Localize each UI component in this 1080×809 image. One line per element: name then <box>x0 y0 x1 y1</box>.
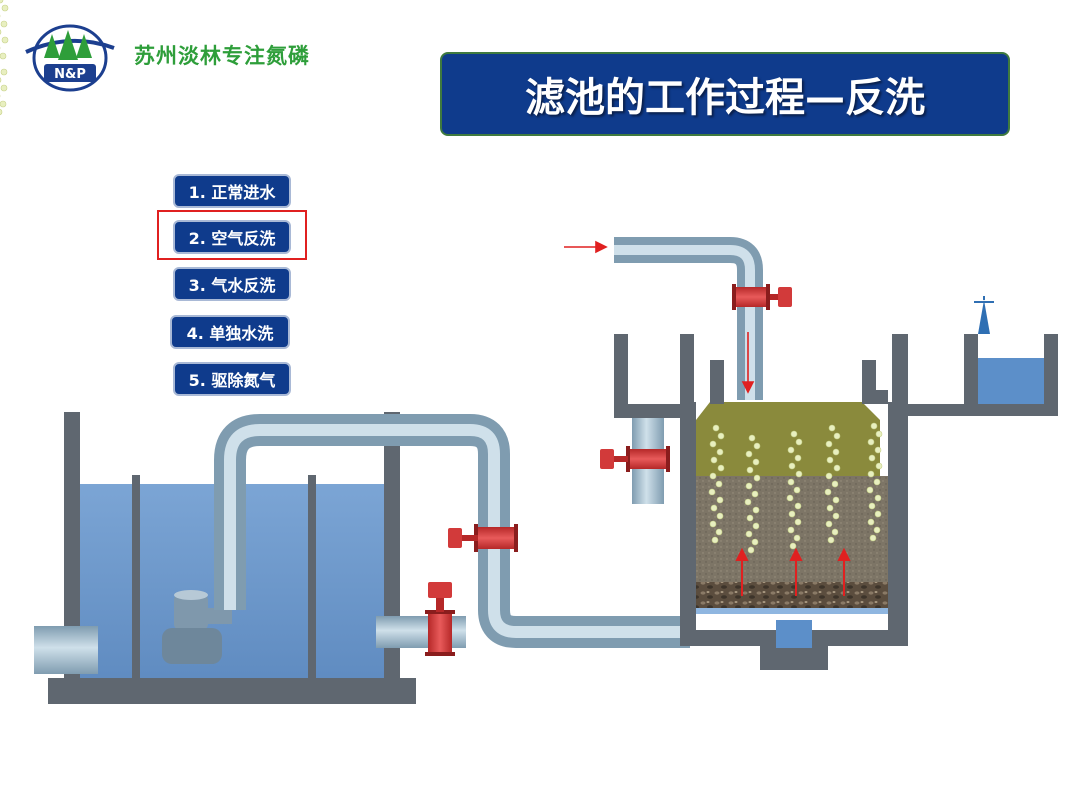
air-pipe <box>614 237 763 400</box>
air-valve <box>732 284 792 310</box>
air-flow-arrows <box>564 240 755 394</box>
company-logo: N&P <box>22 18 118 92</box>
level-sensor-icon <box>974 296 994 334</box>
valve-horizontal-left <box>425 582 455 656</box>
filter-tank <box>614 334 1058 670</box>
company-name: 苏州淡林专注氮磷 <box>134 44 310 68</box>
valve-vertical-left <box>448 524 518 552</box>
air-bubbles <box>0 0 883 554</box>
drain-valve <box>600 446 670 472</box>
page-title: 滤池的工作过程—反洗 <box>525 75 925 121</box>
active-step-highlight <box>157 210 307 260</box>
step-button-5[interactable]: 5. 驱除氮气 <box>173 362 291 396</box>
step-button-3[interactable]: 3. 气水反洗 <box>173 267 291 301</box>
submersible-pump <box>162 590 232 664</box>
upflow-arrows <box>735 547 851 596</box>
logo-text: N&P <box>54 67 86 82</box>
step-button-1[interactable]: 1. 正常进水 <box>173 174 291 208</box>
title-banner: 滤池的工作过程—反洗 <box>440 52 1010 136</box>
step-button-4[interactable]: 4. 单独水洗 <box>170 315 290 349</box>
step-button-2[interactable]: 2. 空气反洗 <box>173 220 291 254</box>
